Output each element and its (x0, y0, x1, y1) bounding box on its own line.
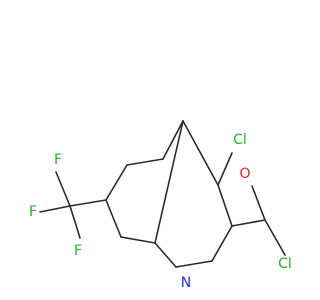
bond-c8a-n (154, 242, 177, 268)
bond-carbonyl-o (251, 185, 266, 221)
bond-c8a-c8 (120, 236, 156, 244)
atom-label-f-bottom: F (74, 243, 82, 259)
bond-c7-cf3 (69, 199, 107, 207)
bond-carbonyl-cl (264, 219, 286, 256)
bond-c4-cl (217, 152, 233, 186)
bond-c5-c4a (162, 120, 184, 160)
atom-label-n-ring: N (181, 275, 191, 291)
bond-cf3-f-left (39, 205, 71, 213)
bond-n-c2 (175, 260, 213, 268)
atom-label-cl-ring: Cl (233, 132, 247, 148)
bond-cf3-f-bottom (69, 205, 81, 239)
atom-label-o-carbonyl: O (239, 166, 250, 182)
bond-cf3-f-top (55, 171, 71, 207)
bond-c8-c7 (105, 199, 122, 238)
bond-c6-c5 (126, 158, 164, 166)
bond-c7-c6 (105, 164, 128, 201)
bond-c4-c4a (182, 120, 219, 186)
bond-c2-c3 (211, 225, 233, 262)
bond-c3-c4 (217, 184, 233, 227)
atom-label-f-left: F (29, 204, 37, 220)
atom-label-cl-acyl: Cl (278, 256, 292, 272)
bond-c3-carbonyl (231, 219, 266, 227)
molecule-structure: Cl O Cl N F F F (29, 120, 292, 291)
atom-label-f-top: F (54, 152, 62, 168)
bond-c4a-c8a (154, 120, 184, 244)
